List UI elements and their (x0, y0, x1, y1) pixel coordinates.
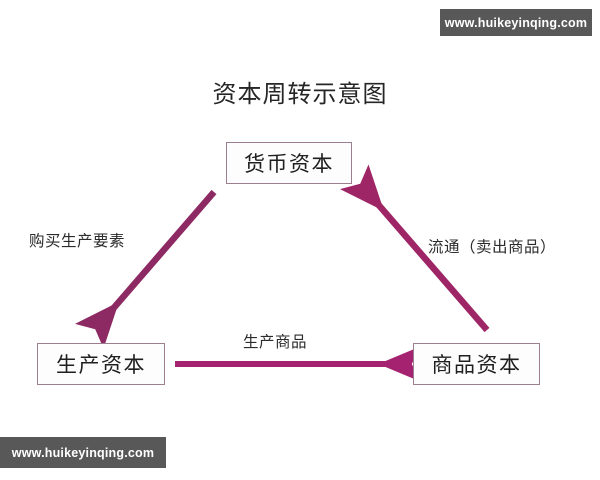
watermark-bottom-left: www.huikeyinqing.com (0, 437, 166, 468)
edge-label-produce-goods: 生产商品 (243, 333, 308, 351)
node-production-capital[interactable]: 生产资本 (37, 343, 165, 385)
arrow-circulation-sell-goods (340, 164, 490, 333)
arrow-buy-production-factors (75, 189, 217, 349)
edge-label-circulation-sell-goods: 流通（卖出商品） (428, 238, 557, 256)
node-commodity-capital[interactable]: 商品资本 (413, 343, 540, 385)
node-production-capital-label: 生产资本 (56, 353, 146, 377)
node-money-capital-label: 货币资本 (244, 152, 334, 176)
node-commodity-capital-label: 商品资本 (431, 353, 522, 377)
watermark-top-right: www.huikeyinqing.com (440, 9, 592, 36)
edge-label-buy-production-factors: 购买生产要素 (29, 232, 126, 250)
node-money-capital[interactable]: 货币资本 (226, 142, 352, 184)
page-title: 资本周转示意图 (212, 80, 388, 108)
